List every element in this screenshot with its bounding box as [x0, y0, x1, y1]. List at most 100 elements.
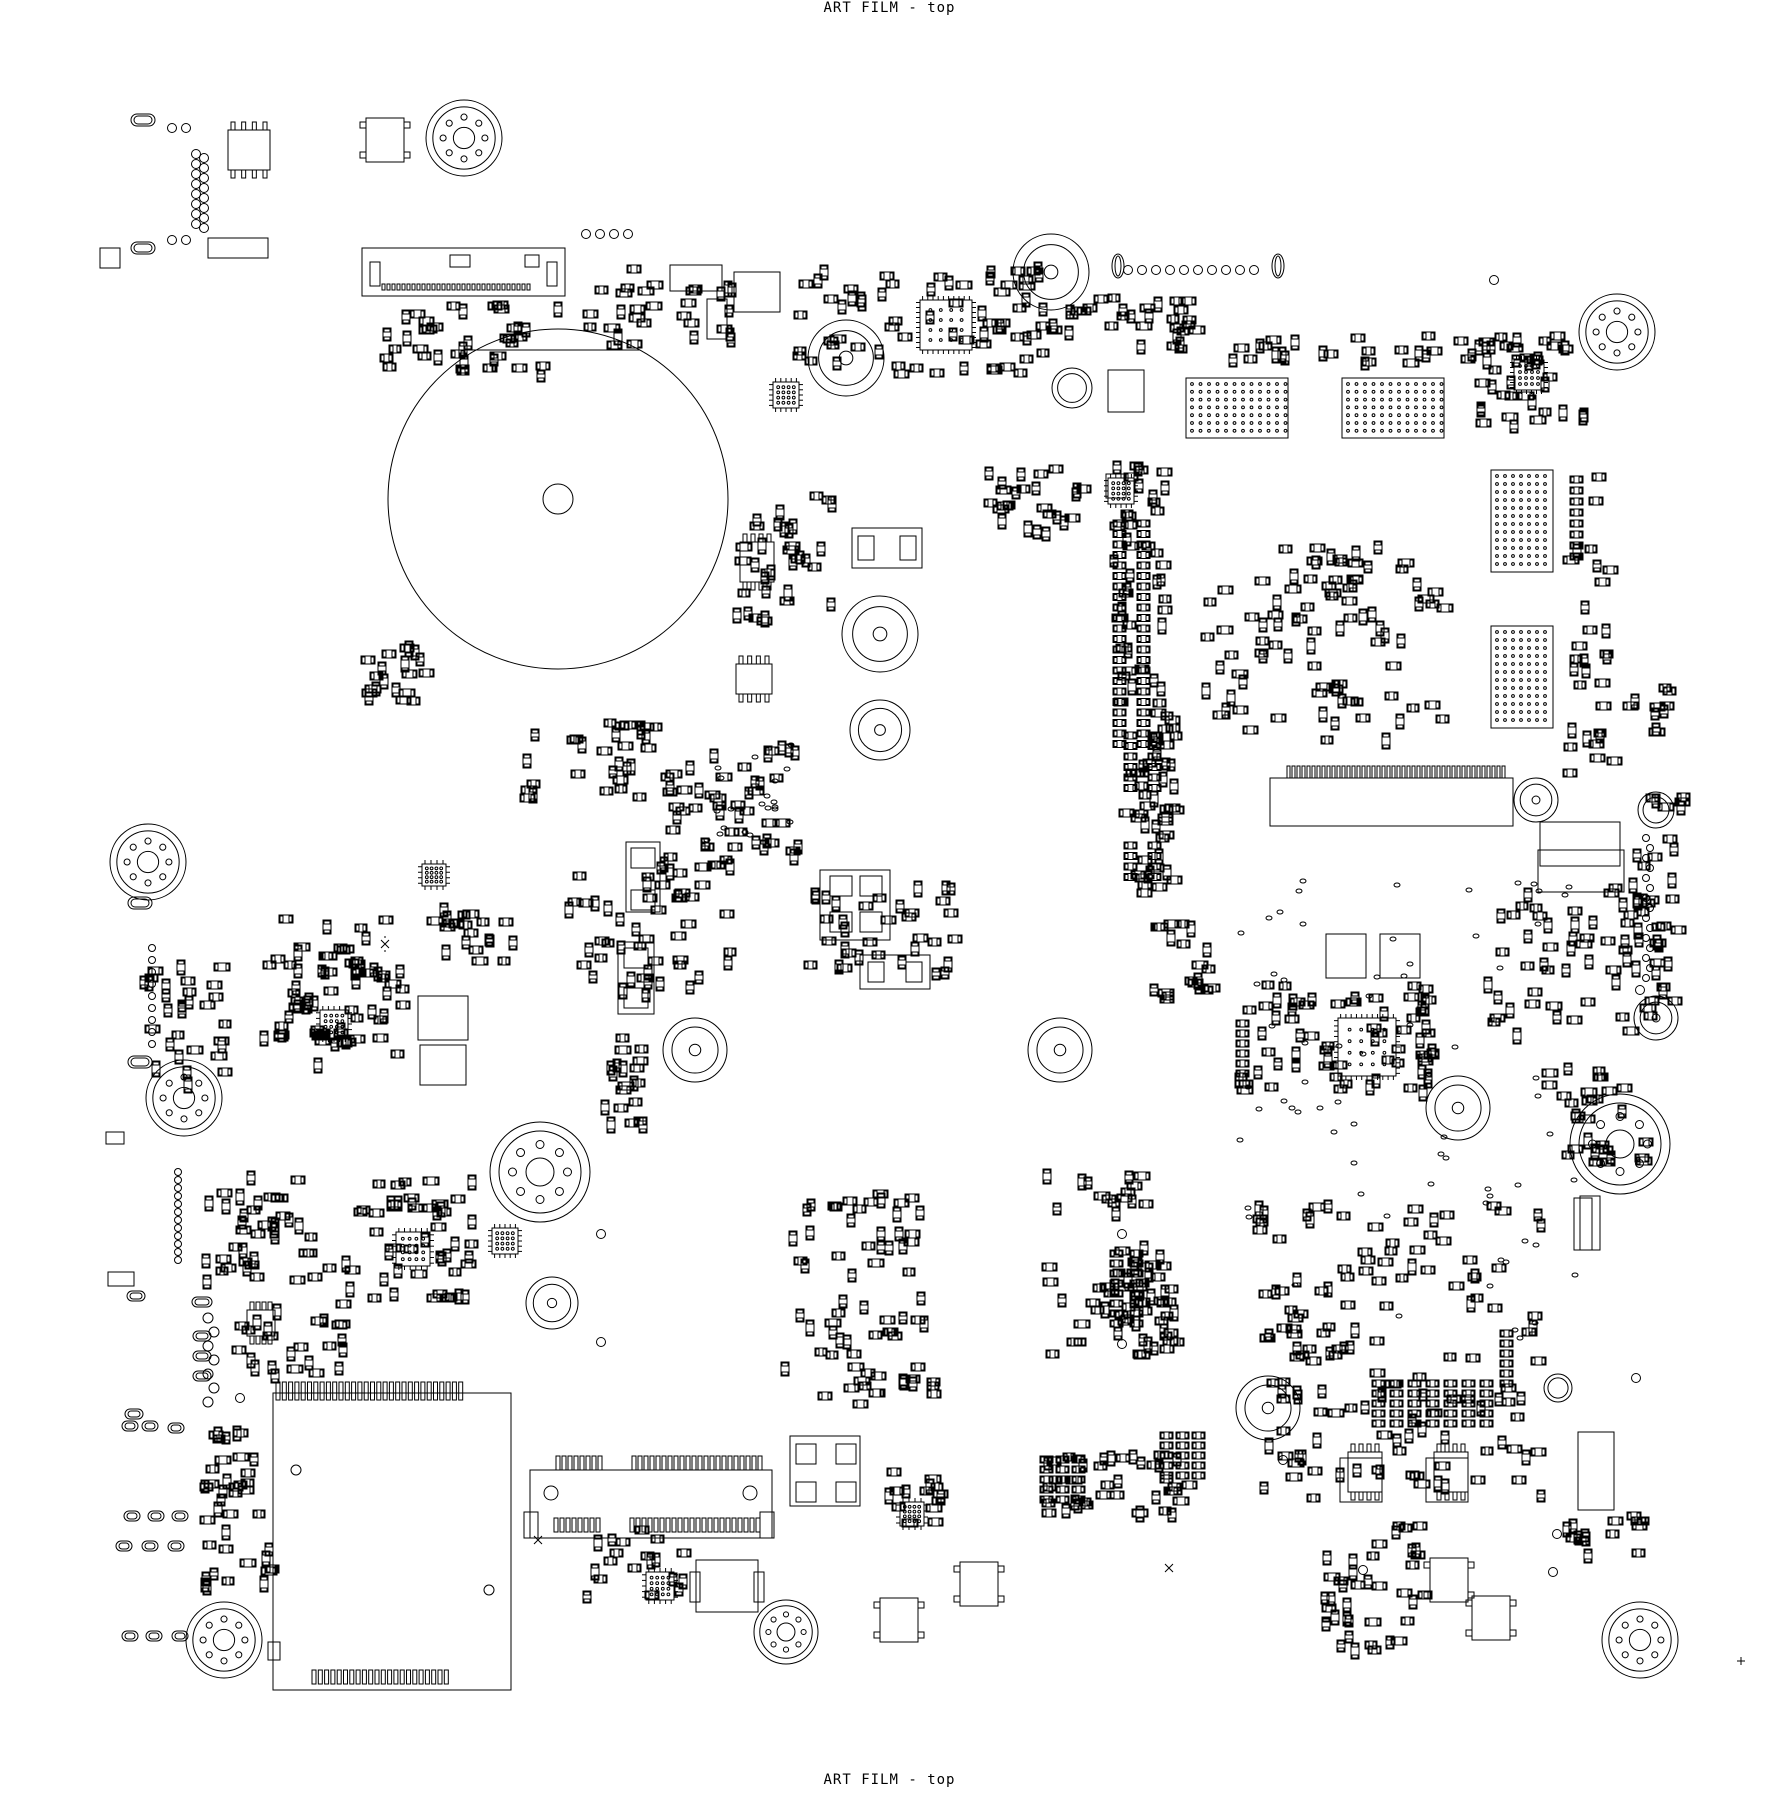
smd-passive [1181, 1480, 1198, 1490]
smd-passive [910, 1362, 926, 1372]
connector-pin [559, 1517, 565, 1533]
smd-passive [1344, 1403, 1358, 1413]
smd-passive [367, 1293, 382, 1303]
connector-pin [1331, 765, 1336, 779]
bga-ball [1241, 421, 1245, 425]
bga-ball [1495, 546, 1499, 550]
smd-passive [1580, 997, 1596, 1007]
card-pin [418, 1669, 424, 1685]
smd-passive [1016, 467, 1026, 482]
bga-ball [1414, 397, 1418, 402]
smd-passive [615, 1537, 631, 1547]
header-pin [202, 1312, 214, 1324]
bga-ball [1527, 630, 1531, 634]
bga-ball [1543, 670, 1547, 674]
via [1472, 933, 1480, 939]
smd-passive [858, 901, 874, 911]
smd-passive [147, 966, 164, 976]
smd-passive [1406, 1013, 1421, 1023]
smd-passive [1293, 1389, 1303, 1405]
smd-passive [1566, 1015, 1583, 1025]
smd-passive [1340, 1272, 1355, 1282]
bga-ball [1207, 397, 1211, 402]
smd-passive [1520, 961, 1535, 971]
smd-passive [1235, 1049, 1250, 1058]
bga-ball [1249, 413, 1254, 418]
smd-passive [636, 725, 646, 740]
connector-pin [647, 1517, 653, 1533]
bga-ball [1414, 389, 1418, 394]
smd-passive [1511, 1475, 1527, 1485]
card-pin [382, 1381, 388, 1401]
smd-passive [944, 275, 954, 291]
bga-ball [1422, 413, 1427, 418]
smd-passive [955, 280, 973, 290]
bga-ball [1380, 413, 1384, 418]
bga-ball [1232, 397, 1237, 402]
soic-chip [227, 121, 271, 179]
ring-hole [1425, 1075, 1491, 1141]
test-pad [1151, 265, 1161, 275]
bga-ball [1543, 498, 1547, 502]
smd-passive [1339, 1079, 1353, 1089]
smd-passive [1403, 992, 1420, 1002]
bga-ball [1535, 702, 1539, 706]
smd-passive [200, 1577, 210, 1593]
board-slot [115, 1540, 133, 1552]
card-pin [406, 1669, 411, 1685]
smd-passive [151, 1060, 161, 1078]
smd-passive [1533, 1208, 1543, 1222]
smd-passive [704, 790, 721, 800]
smd-passive [1364, 1640, 1378, 1650]
connector-pin [713, 1517, 719, 1533]
tactile-switch [953, 1561, 1005, 1607]
bga-ball [1215, 389, 1220, 394]
smd-passive [1330, 1609, 1340, 1626]
bga-ball [1503, 646, 1507, 650]
smd-passive [798, 279, 814, 289]
smd-passive [1336, 1211, 1351, 1221]
smd-passive [1601, 1086, 1618, 1096]
smd-passive [1631, 960, 1641, 978]
smd-passive [1328, 1350, 1343, 1360]
connector-pin [655, 1455, 661, 1471]
test-pad [596, 1337, 606, 1347]
smd-passive [694, 880, 711, 890]
via [720, 825, 728, 831]
smd-passive [1129, 461, 1144, 471]
smd-passive [1065, 310, 1079, 320]
smd-passive [270, 954, 286, 964]
connector-pin [1381, 765, 1386, 779]
standoff [1601, 1601, 1679, 1679]
board-slot [192, 1330, 212, 1342]
smd-passive [1112, 708, 1127, 717]
smd-passive [1529, 903, 1543, 913]
bga-ball [1439, 428, 1444, 433]
smd-passive [1276, 1426, 1291, 1436]
header-pin [174, 1176, 182, 1184]
bga-ball [1535, 670, 1539, 674]
bga-ball [1503, 554, 1507, 558]
card-pin [387, 1669, 393, 1685]
via [1570, 1177, 1578, 1183]
mounting-holes [525, 233, 1679, 1441]
smd-passive [1352, 1463, 1362, 1478]
bga-ball [1266, 389, 1271, 394]
bga-ball [1346, 382, 1350, 386]
smd-passive [313, 1057, 323, 1074]
smd-passive [1326, 1591, 1336, 1607]
smd-passive [1608, 883, 1623, 893]
smd-passive [1259, 1481, 1269, 1495]
bga-ball [1266, 421, 1271, 425]
header-pin [1642, 914, 1650, 922]
smd-passive [1327, 1408, 1345, 1418]
bga-ball [1535, 654, 1539, 658]
smd-passive [1601, 623, 1611, 639]
smd-passive [884, 1487, 894, 1505]
smd-passive [1494, 332, 1508, 342]
smd-passive [1523, 887, 1533, 903]
smd-passive [1156, 681, 1166, 697]
smd-passive [1318, 345, 1328, 362]
smd-passive [1106, 1450, 1116, 1467]
bga-ball [1363, 405, 1367, 410]
